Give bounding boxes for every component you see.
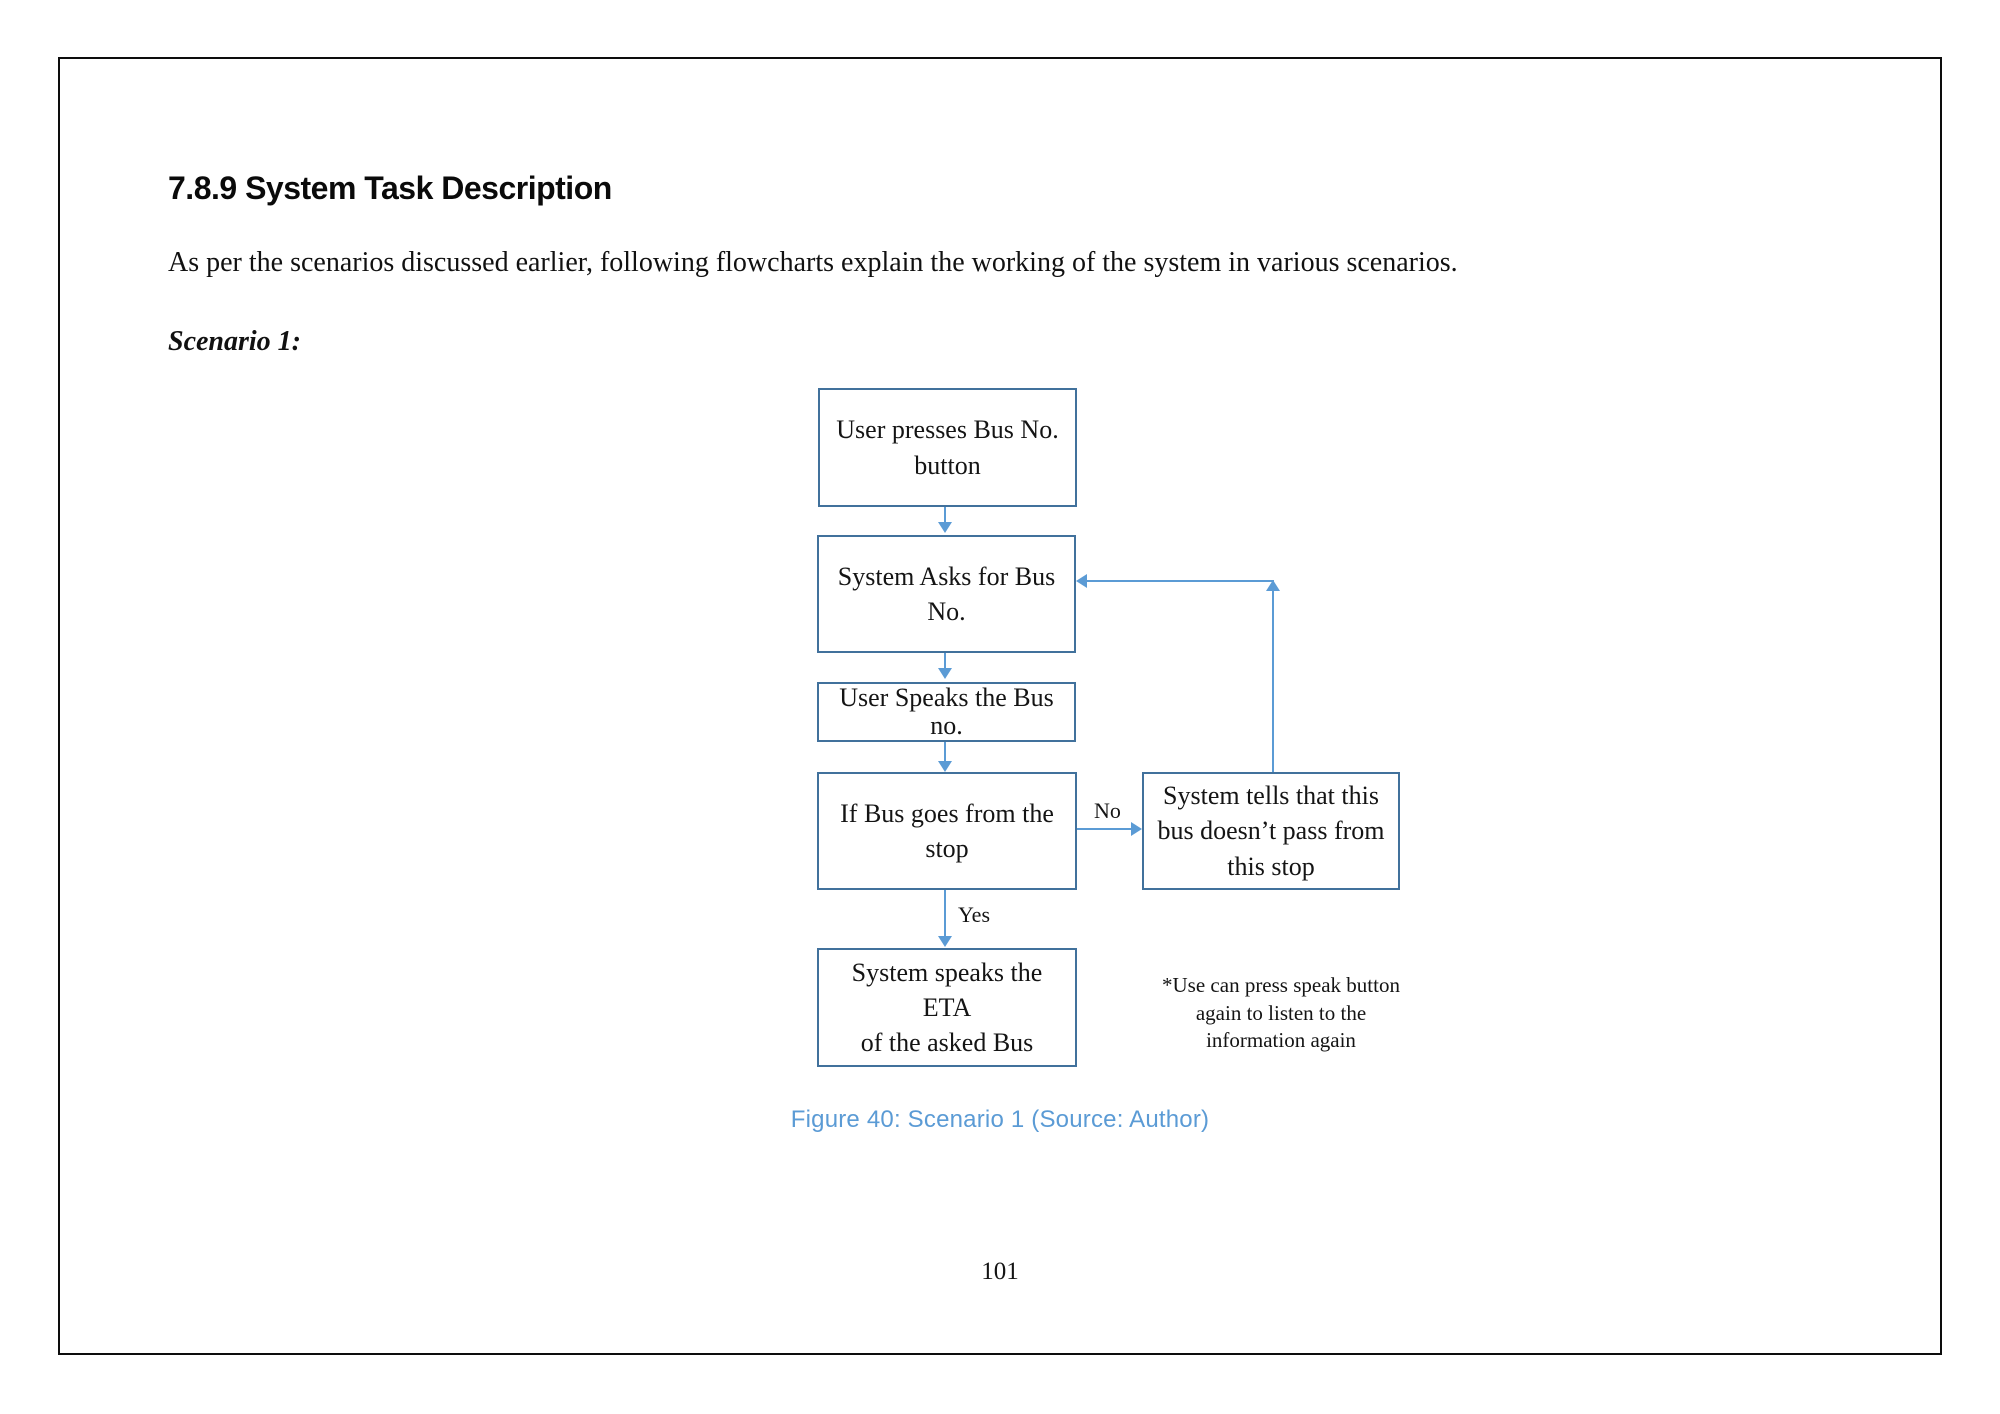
node-system-asks-bus-no: System Asks for Bus No. bbox=[817, 535, 1076, 653]
feedback-left-arrowhead-icon bbox=[1076, 574, 1087, 588]
connector-2-line bbox=[944, 653, 946, 669]
connector-3-line bbox=[944, 742, 946, 762]
edge-label-no: No bbox=[1094, 798, 1121, 823]
node-user-speaks-bus-no: User Speaks the Bus no. bbox=[817, 682, 1076, 742]
connector-2-arrowhead-icon bbox=[938, 668, 952, 679]
body-paragraph: As per the scenarios discussed earlier, … bbox=[168, 247, 1458, 278]
edge-label-yes: Yes bbox=[958, 902, 991, 927]
node-system-speaks-eta: System speaks the ETA of the asked Bus bbox=[817, 948, 1077, 1067]
page-number: 101 bbox=[981, 1258, 1019, 1285]
node-user-presses-button: User presses Bus No. button bbox=[818, 388, 1077, 507]
node-if-bus-goes-from-stop: If Bus goes from the stop bbox=[817, 772, 1077, 890]
connector-yes-arrowhead-icon bbox=[938, 936, 952, 947]
connector-yes-line bbox=[944, 890, 946, 937]
feedback-horizontal-line bbox=[1086, 580, 1274, 582]
scenario-label: Scenario 1: bbox=[168, 326, 301, 357]
connector-1-arrowhead-icon bbox=[938, 522, 952, 533]
connector-1-line bbox=[944, 507, 946, 523]
feedback-up-arrowhead-icon bbox=[1266, 580, 1280, 591]
feedback-vertical-line bbox=[1272, 590, 1274, 772]
connector-no-line bbox=[1077, 828, 1132, 830]
section-heading: 7.8.9 System Task Description bbox=[168, 170, 612, 206]
footnote: *Use can press speak button again to lis… bbox=[1162, 973, 1400, 1053]
node-bus-does-not-pass: System tells that this bus doesn’t pass … bbox=[1142, 772, 1400, 890]
connector-no-arrowhead-icon bbox=[1131, 822, 1142, 836]
figure-caption: Figure 40: Scenario 1 (Source: Author) bbox=[790, 1106, 1210, 1133]
connector-3-arrowhead-icon bbox=[938, 761, 952, 772]
